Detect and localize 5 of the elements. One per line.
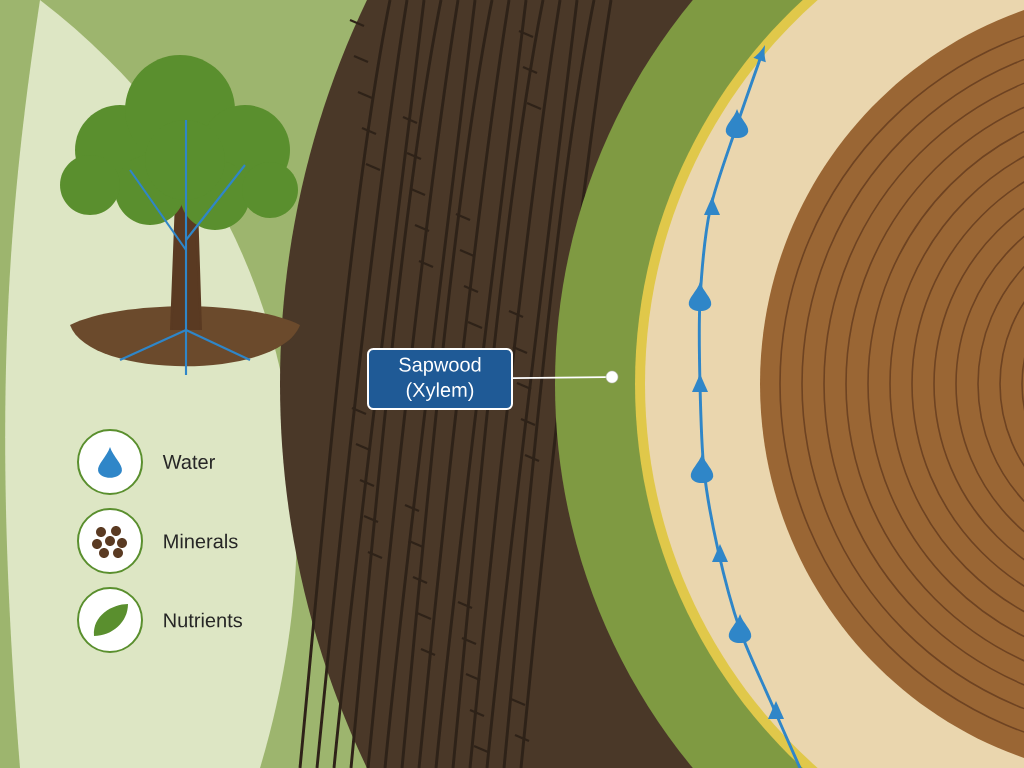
legend-label: Nutrients bbox=[164, 612, 242, 628]
legend-label: Minerals bbox=[164, 533, 238, 549]
label-box: Sapwood (Xylem) bbox=[367, 348, 513, 410]
leader-line bbox=[512, 376, 607, 379]
legend-label: Water bbox=[162, 455, 215, 469]
